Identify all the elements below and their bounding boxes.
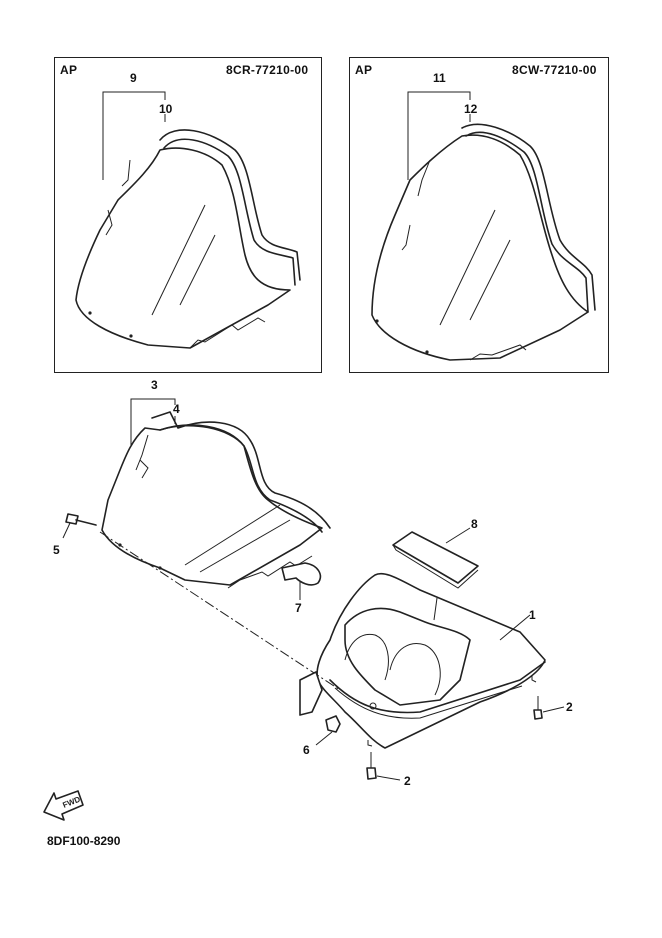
callout-4: 4 [173, 402, 180, 416]
grommet-7-drawing [281, 562, 322, 600]
bolt-2b-drawing [366, 752, 401, 781]
grommet-6-drawing [315, 715, 341, 746]
windshield-left-drawing [75, 91, 301, 349]
callout-6: 6 [303, 743, 310, 757]
callout-11: 11 [433, 71, 446, 85]
inset-left-variant: AP [60, 63, 78, 77]
callout-10: 10 [159, 102, 173, 116]
callout-2a: 2 [566, 700, 573, 714]
callout-3: 3 [151, 378, 158, 392]
pad-8-drawing [392, 527, 479, 621]
callout-7: 7 [295, 601, 302, 615]
inset-box-right [349, 57, 609, 373]
cowling-1-drawing [299, 572, 546, 749]
fwd-arrow-icon: FWD [43, 790, 84, 821]
windshield-main-drawing [101, 398, 331, 589]
bolt-2a-drawing [533, 696, 565, 720]
windshield-right-drawing [371, 91, 596, 361]
callout-2b: 2 [404, 774, 411, 788]
callout-9: 9 [130, 71, 137, 85]
callout-1: 1 [529, 608, 536, 622]
inset-right-part-number: 8CW-77210-00 [512, 63, 597, 77]
inset-right-variant: AP [355, 63, 373, 77]
diagram-code: 8DF100-8290 [47, 834, 121, 848]
inset-box-left [54, 57, 322, 373]
screw-5-drawing [62, 513, 97, 539]
alignment-line [99, 531, 341, 691]
callout-5: 5 [53, 543, 60, 557]
callout-8: 8 [471, 517, 478, 531]
callout-12: 12 [464, 102, 478, 116]
inset-left-part-number: 8CR-77210-00 [226, 63, 309, 77]
